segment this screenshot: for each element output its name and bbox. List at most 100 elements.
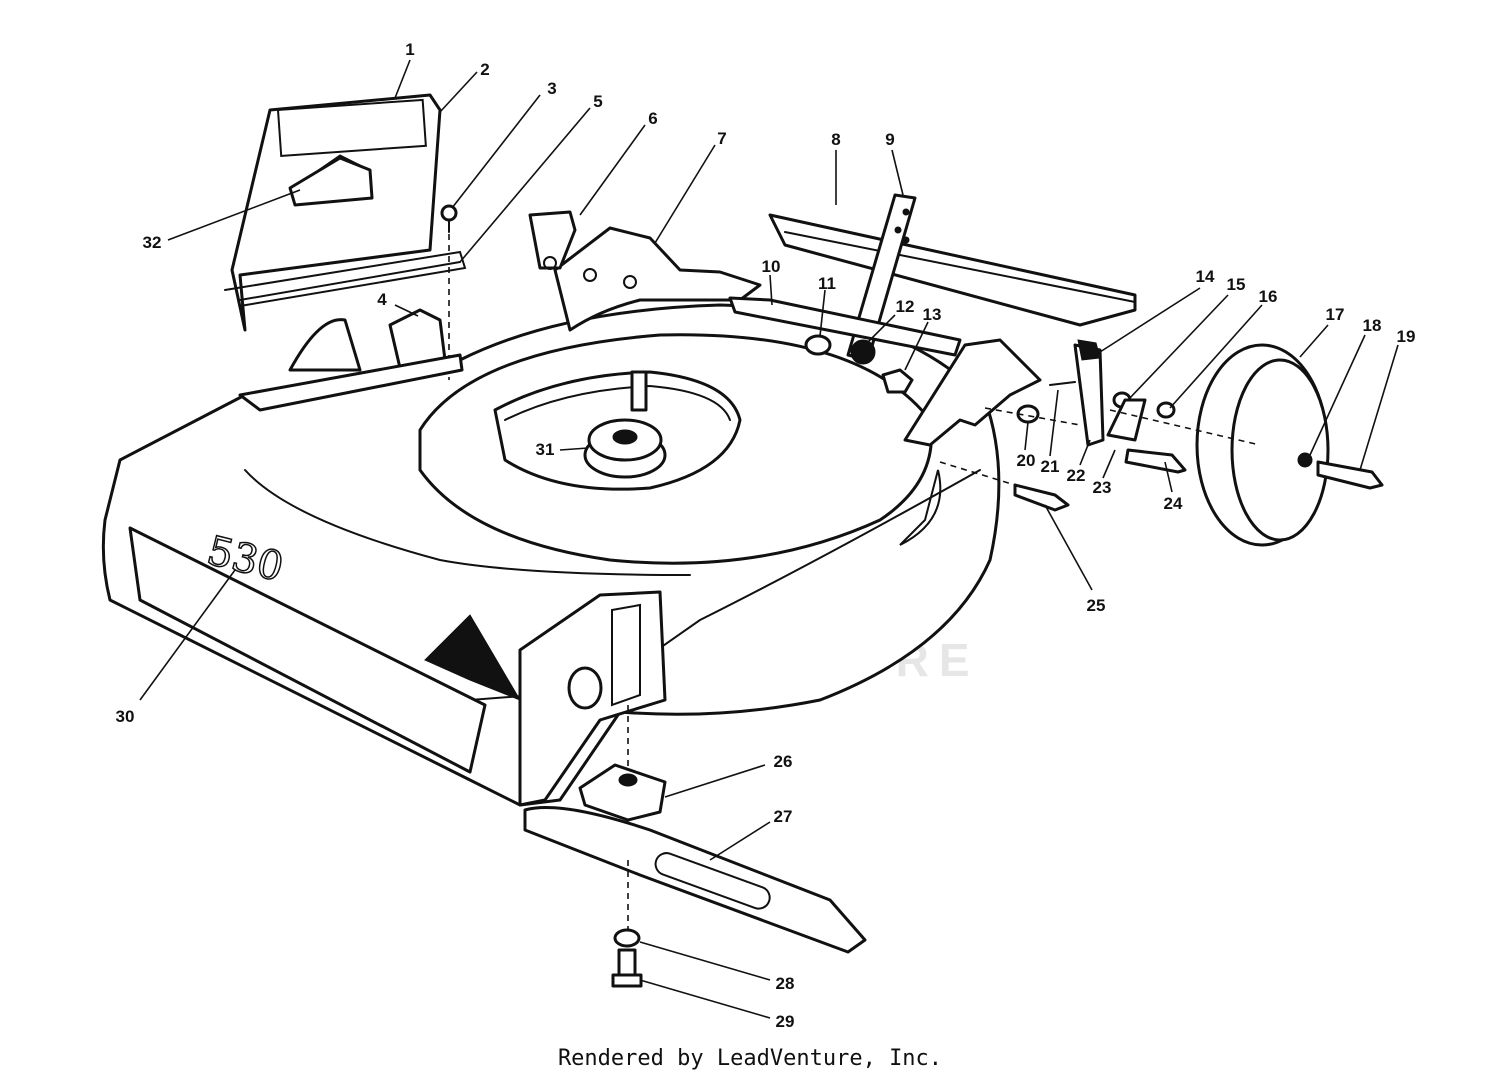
leader-28 [639,941,771,981]
leader-5 [459,107,591,263]
callout-13: 13 [923,305,942,324]
deck-hole [583,268,597,282]
warning-decal-outline [288,156,374,207]
callout-16: 16 [1259,287,1278,306]
bolt-19 [1316,460,1384,490]
leader-10 [769,274,773,306]
handle-hole [902,208,910,216]
leader-lines [139,59,1399,1019]
callout-12: 12 [896,297,915,316]
deflector-door [230,93,442,332]
spring-clip [1077,339,1101,361]
leader-17 [1299,324,1329,358]
pin-21 [1049,381,1076,386]
callout-5: 5 [593,92,602,111]
deck-hole [623,275,637,289]
leader-16 [1169,304,1263,409]
callout-30: 30 [116,707,135,726]
leader-15 [1127,294,1229,401]
adapter-bore [618,773,638,787]
screw-head [440,204,458,222]
bolt-24 [1124,448,1187,474]
engine-stud [630,370,648,412]
leader-20 [1024,421,1029,451]
deck-ridge [244,469,691,576]
deck-rear-lip [899,469,942,546]
pulley-bore [612,429,638,445]
deck-side-panel [128,526,487,774]
grass-deflector [230,93,461,332]
engine-mount-opening [493,370,742,491]
lever-plate-23 [1106,398,1147,442]
rear-hinge-plate [238,353,464,412]
bolt-29-head [611,973,643,988]
deflector-hinge-rod [239,261,461,301]
leader-30 [139,569,236,701]
assembly-axis [1109,409,1261,446]
bolt-29-shank [617,948,637,977]
callout-11: 11 [818,274,836,293]
leader-24 [1164,461,1173,493]
hinge-bracket [388,308,447,370]
wheel-rim [1230,358,1330,542]
callout-29: 29 [776,1012,795,1031]
leader-18 [1309,334,1366,456]
leader-14 [1099,287,1201,353]
callout-3: 3 [547,79,556,98]
callout-26: 26 [774,752,793,771]
blade-slot [654,852,771,910]
washer-16 [1156,401,1176,419]
washer-28 [613,928,641,948]
callout-19: 19 [1397,327,1416,346]
bracket-hole [543,256,557,270]
leader-13 [904,321,929,371]
leader-25 [1044,504,1093,591]
leader-23 [1102,449,1116,479]
callout-23: 23 [1093,478,1112,497]
height-adjust-plate [1073,343,1105,447]
callout-32: 32 [143,233,162,252]
height-adjust-lever [903,338,1042,447]
callout-22: 22 [1067,466,1086,485]
leader-22 [1079,439,1091,466]
callout-25: 25 [1087,596,1106,615]
leader-3 [451,94,541,209]
callout-18: 18 [1363,316,1382,335]
leader-27 [709,821,771,861]
leader-11 [819,289,826,337]
deck-rear-bracket [553,226,762,332]
nut-13 [881,368,914,394]
axle-cover-fold [784,231,1136,303]
leader-32 [167,189,301,241]
callout-27: 27 [774,807,793,826]
leader-9 [891,149,904,196]
wheel-hub [1297,452,1313,468]
footer-credit: Rendered by LeadVenture, Inc. [558,1046,942,1071]
bracket-6 [528,210,577,270]
deflector-label-area [276,98,427,157]
assembly-axis [939,461,1016,486]
callout-1: 1 [405,40,414,59]
assembly-axis [984,407,1081,426]
callout-17: 17 [1326,305,1345,324]
leader-31 [559,447,589,451]
handle-hole [894,226,902,234]
leader-7 [654,144,716,244]
callout-31: 31 [536,440,555,459]
rear-wheel [1195,343,1330,547]
front-bracket-slot [611,603,641,707]
callout-8: 8 [831,130,840,149]
callout-9: 9 [885,130,894,149]
rear-axle-cover [768,213,1137,327]
callout-14: 14 [1196,267,1215,286]
callout-4: 4 [377,290,387,309]
callout-10: 10 [762,257,781,276]
leader-6 [579,124,646,216]
leader-19 [1359,344,1399,471]
callout-6: 6 [648,109,657,128]
mower-deck [101,226,1001,807]
leader-26 [664,764,766,798]
leader-4 [394,304,419,317]
callout-24: 24 [1164,494,1183,513]
